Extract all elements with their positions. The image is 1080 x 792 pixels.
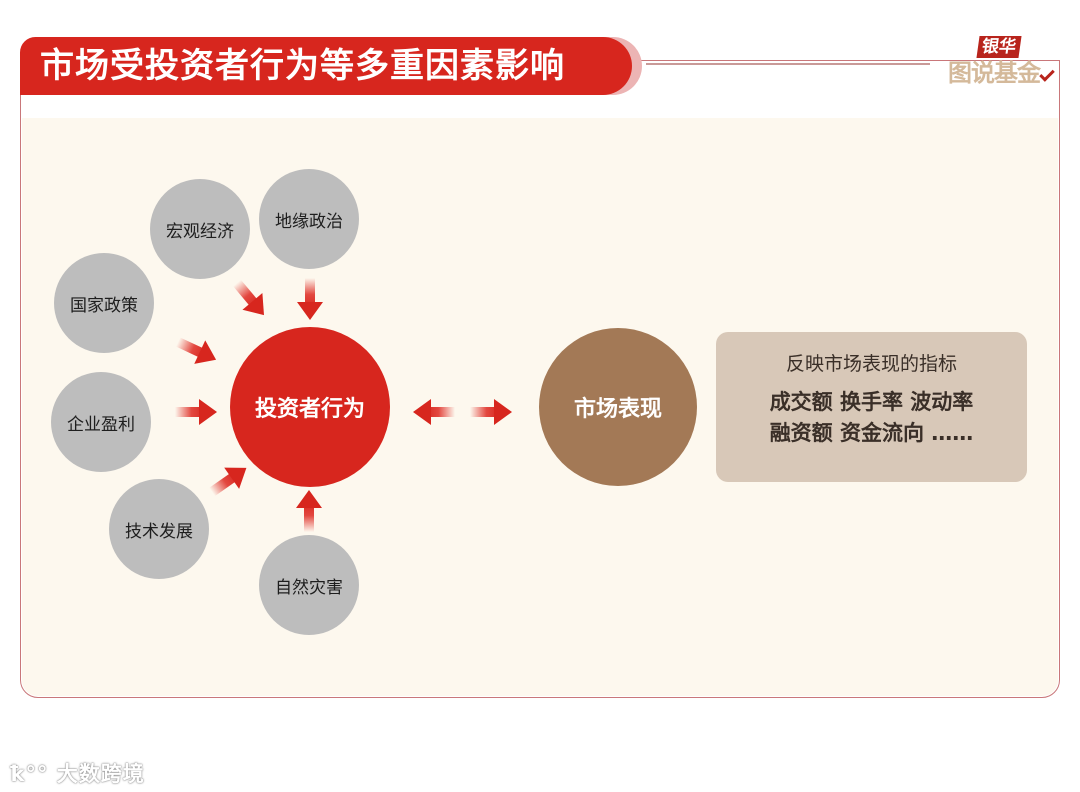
factor-node-geopolitics: 地缘政治: [259, 169, 359, 269]
arrow-icon: [172, 330, 222, 372]
factor-label: 企业盈利: [67, 414, 135, 435]
factor-label: 宏观经济: [166, 221, 234, 242]
factor-node-national-policy: 国家政策: [54, 253, 154, 353]
market-label: 市场表现: [573, 397, 662, 422]
arrow-icon: [296, 490, 322, 532]
arrow-icon: [204, 457, 254, 503]
factor-label: 技术发展: [125, 521, 193, 542]
factor-label: 自然灾害: [275, 577, 343, 598]
factor-node-macro-economy: 宏观经济: [150, 179, 250, 279]
factor-label: 国家政策: [70, 295, 138, 316]
indicators-line-1: 成交额 换手率 波动率: [769, 390, 974, 414]
arrow-icon: [227, 274, 274, 324]
factor-node-tech-development: 技术发展: [109, 479, 209, 579]
arrow-right-icon: [470, 399, 512, 425]
indicators-line-2: 融资额 资金流向 ……: [769, 421, 974, 445]
center-label: 投资者行为: [254, 397, 365, 422]
factor-node-natural-disaster: 自然灾害: [259, 535, 359, 635]
brand-logo: 银华 图说基金: [946, 36, 1058, 96]
factor-label: 地缘政治: [275, 211, 343, 232]
watermark-text: 大数跨境: [56, 762, 145, 786]
page-title: 市场受投资者行为等多重因素影响: [40, 46, 565, 86]
indicators-box: 反映市场表现的指标 成交额 换手率 波动率 融资额 资金流向 ……: [716, 332, 1027, 482]
market-performance-node: 市场表现: [539, 328, 697, 486]
arrow-icon: [297, 278, 323, 320]
investor-behavior-node: 投资者行为: [230, 327, 390, 487]
factor-node-corporate-earnings: 企业盈利: [51, 372, 151, 472]
logo-text: 图说基金: [948, 59, 1041, 87]
title-divider: [646, 63, 930, 65]
arrow-left-icon: [413, 399, 455, 425]
watermark: ꝁ°° 大数跨境: [10, 758, 145, 788]
arrow-icon: [175, 399, 217, 425]
title-banner: 市场受投资者行为等多重因素影响: [20, 37, 632, 95]
watermark-logo-icon: ꝁ°°: [10, 762, 57, 786]
indicators-title: 反映市场表现的指标: [785, 353, 957, 375]
